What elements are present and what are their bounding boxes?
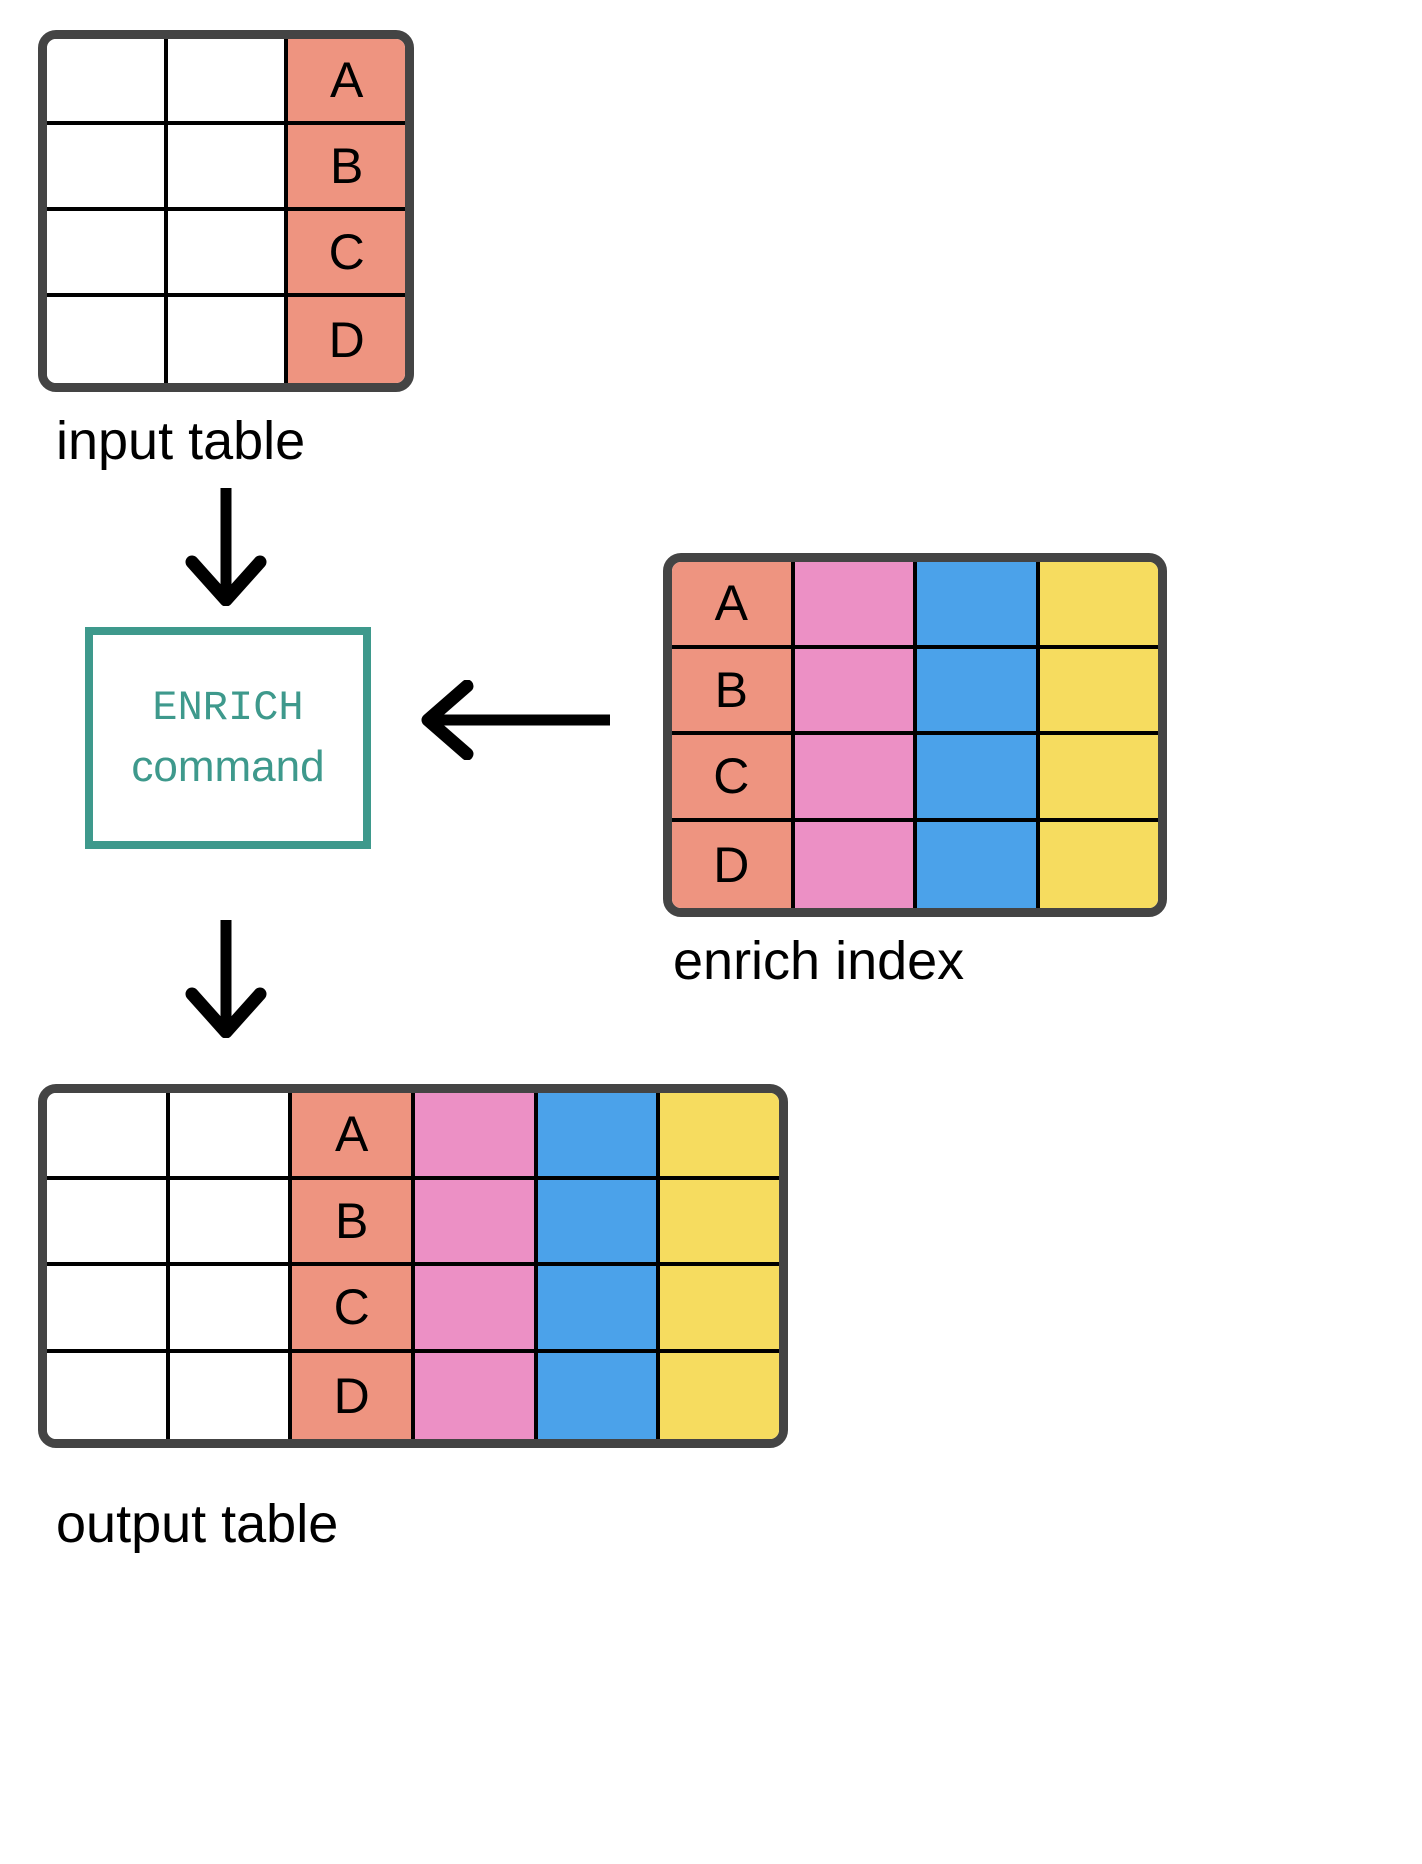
input_table-cell [47, 297, 168, 383]
enrich_index-row: A [672, 562, 1158, 649]
output_table-cell: C [292, 1266, 416, 1353]
output_table-cell [415, 1352, 538, 1439]
down-arrow-icon [180, 488, 272, 607]
enrich-command-box[interactable]: ENRICH command [85, 627, 371, 849]
enrich_index-cell: A [672, 562, 795, 649]
input-table-caption: input table [56, 411, 306, 471]
enrich_index-cell [794, 648, 917, 735]
output_table-cell [47, 1352, 170, 1439]
enrich_index-cell: B [672, 648, 795, 735]
output_table-cell [537, 1352, 661, 1439]
output_table-cell [537, 1266, 661, 1353]
output_table-cell [537, 1093, 661, 1180]
input_table-cell: D [288, 297, 405, 383]
output-table-caption: output table [56, 1494, 339, 1554]
output_table-row: A [47, 1093, 779, 1180]
enrich_index-row: C [672, 735, 1158, 822]
output_table-cell: B [292, 1179, 416, 1266]
input_table-cell [47, 211, 168, 297]
input_table-row: C [47, 211, 405, 297]
output_table-row: C [47, 1266, 779, 1353]
output_table-cell [660, 1352, 779, 1439]
enrich_index-cell [1039, 648, 1158, 735]
input_table-cell [167, 297, 289, 383]
enrich_index-cell [1039, 821, 1158, 908]
output_table-row: D [47, 1352, 779, 1439]
output_table-cell [660, 1266, 779, 1353]
enrich_index-cell [917, 821, 1040, 908]
enrich_index-cell [1039, 735, 1158, 822]
output_table-cell: A [292, 1093, 416, 1180]
output_table-cell [169, 1352, 293, 1439]
enrich_index-cell [917, 648, 1040, 735]
input_table-cell [167, 39, 289, 125]
enrich_index-cell [917, 735, 1040, 822]
enrich-command-line-1: ENRICH [152, 683, 304, 732]
output_table-cell [47, 1093, 170, 1180]
output_table-cell [415, 1093, 538, 1180]
enrich_index-cell [794, 735, 917, 822]
input_table-cell [167, 125, 289, 211]
output_table-cell: D [292, 1352, 416, 1439]
output_table-cell [47, 1266, 170, 1353]
enrich_index-cell: C [672, 735, 795, 822]
enrich_index-cell [1039, 562, 1158, 649]
enrich_index-row: D [672, 821, 1158, 908]
output_table-cell [47, 1179, 170, 1266]
enrich_index-cell [917, 562, 1040, 649]
enrich_index-cell [794, 821, 917, 908]
output_table-cell [169, 1266, 293, 1353]
output_table-cell [415, 1179, 538, 1266]
input_table-row: B [47, 125, 405, 211]
enrich_index-row: B [672, 648, 1158, 735]
output_table-cell [537, 1179, 661, 1266]
input_table-cell [167, 211, 289, 297]
enrich-index-caption: enrich index [673, 931, 965, 991]
output_table-cell [660, 1093, 779, 1180]
left-arrow-icon [415, 679, 610, 761]
output_table-cell [169, 1093, 293, 1180]
enrich-command-line-2: command [131, 741, 325, 791]
input_table-cell: C [288, 211, 405, 297]
input_table-cell [47, 39, 168, 125]
input_table-cell: B [288, 125, 405, 211]
enrich_index-cell [794, 562, 917, 649]
down-arrow-icon [180, 920, 272, 1039]
enrich_index-cell: D [672, 821, 795, 908]
output_table-cell [415, 1266, 538, 1353]
output_table-cell [660, 1179, 779, 1266]
output_table-cell [169, 1179, 293, 1266]
input_table-row: D [47, 297, 405, 383]
input_table-row: A [47, 39, 405, 125]
input_table-cell [47, 125, 168, 211]
output_table-row: B [47, 1179, 779, 1266]
input_table-cell: A [288, 39, 405, 125]
